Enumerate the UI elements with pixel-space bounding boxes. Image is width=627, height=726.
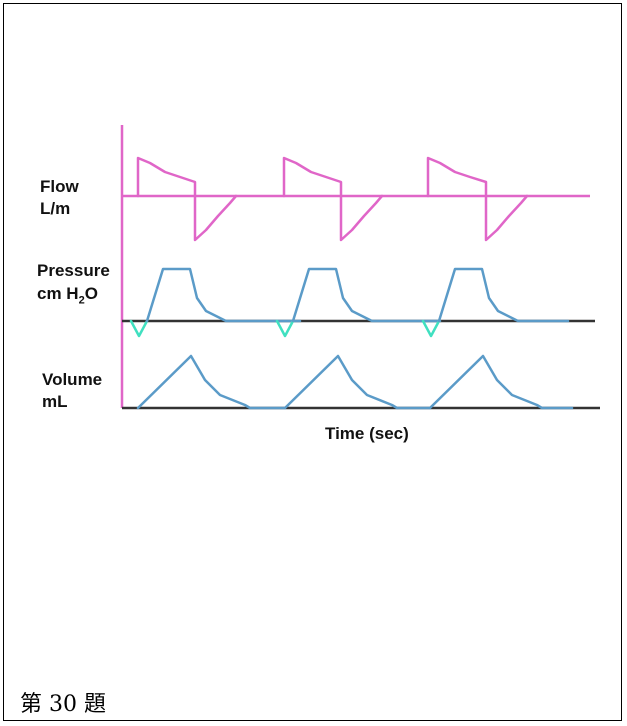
pressure-trigger-3 [421,319,441,338]
flow-unit-label: L/m [40,199,71,218]
flow-breath-3 [426,156,529,242]
volume-breath-3 [428,354,574,410]
pressure-trigger-1 [129,319,149,338]
volume-waveform [136,354,574,410]
volume-breath-2 [283,354,432,410]
pressure-unit-suffix: O [84,284,98,303]
pressure-waveform [129,267,570,338]
flow-breath-1 [136,156,238,242]
pressure-unit-prefix: cm H [37,284,79,303]
pressure-breath-1 [145,267,302,323]
volume-breath-1 [136,354,287,410]
flow-waveform [136,156,529,242]
pressure-unit-label: cm H2O [37,284,98,310]
time-axis-label: Time (sec) [325,424,409,443]
flow-breath-2 [282,156,384,242]
question-number: 第 30 題 [20,692,106,717]
pressure-trigger-2 [275,319,295,338]
volume-label: Volume [42,370,103,389]
axes [120,125,600,410]
pressure-breath-3 [437,267,570,323]
volume-unit-label: mL [42,392,68,411]
pressure-label: Pressure [37,261,110,280]
pressure-breath-2 [291,267,442,323]
flow-label: Flow [40,177,79,196]
pressure-unit-subscript: 2 [78,294,85,307]
question-frame [3,3,622,721]
